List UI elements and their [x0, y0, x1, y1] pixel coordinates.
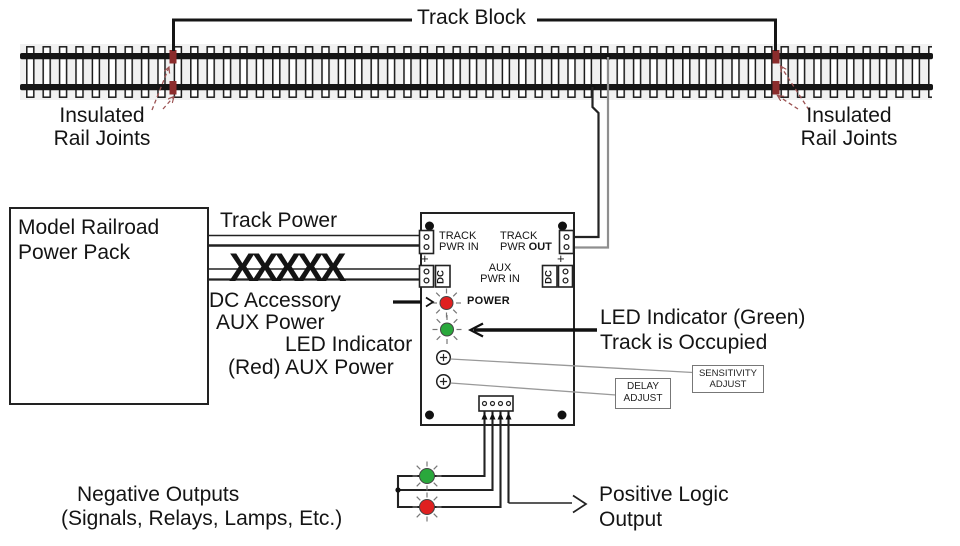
aux-power-arrowhead: [425, 296, 435, 308]
delay-adjust-box: DELAY ADJUST: [615, 378, 671, 409]
wire-pin3-red: [434, 411, 502, 509]
wire-track-bottom-rail: [572, 87, 600, 239]
track-pwr-in-line2: PWR IN: [439, 240, 479, 253]
aux-pwr-in-label: AUX PWR IN: [477, 263, 523, 284]
power-led-red: [439, 296, 454, 310]
positive-output-label-line1: Positive Logic: [599, 483, 729, 506]
track-pwr-in-line1: TRACK: [439, 230, 477, 242]
occupied-led-green: [440, 322, 454, 337]
insulated-label-line1: Insulated: [806, 104, 892, 127]
negative-outputs-label-line2: (Signals, Relays, Lamps, Etc.): [61, 507, 343, 530]
dc-label-right: DC: [543, 269, 555, 284]
out-text: OUT: [528, 240, 552, 253]
power-label: POWER: [467, 295, 511, 307]
power-pack-wires: [208, 234, 421, 281]
aux-line2: PWR IN: [480, 272, 520, 285]
green-led-label-line1: LED Indicator (Green): [600, 306, 806, 329]
terminal-holes: [423, 233, 570, 284]
wire-pin2-common: [398, 411, 494, 492]
rail-top: [20, 53, 933, 60]
wire-junction-dot: [395, 487, 401, 493]
crossed-out-marks: XXXXX: [229, 246, 346, 290]
plus-mark-right: +: [557, 251, 565, 266]
insulated-joints-label-right: Insulated Rail Joints: [787, 104, 911, 150]
screw-bottom-left: [425, 410, 434, 420]
plus-mark-left: +: [421, 251, 429, 266]
track-block-label: Track Block: [417, 6, 526, 29]
track-pwr-out-line1: TRACK: [500, 230, 538, 242]
sensitivity-adjust-box: SENSITIVITY ADJUST: [692, 365, 764, 393]
signal-led-red: [419, 499, 435, 515]
pointer-right-top: [781, 66, 810, 111]
power-pack-label: Model Railroad Power Pack: [18, 215, 159, 265]
signal-led-green: [419, 468, 435, 484]
aux-line1: AUX: [488, 262, 512, 274]
terminal-track-pwr-in: [418, 229, 435, 255]
pointer-left-bottom: [162, 97, 174, 110]
wire-track-top-rail: [572, 57, 610, 249]
dc-box-right: [541, 264, 558, 288]
insulated-joint-right-bottom: [772, 81, 780, 95]
pin-arrowheads: [481, 412, 512, 420]
insulated-joint-pointers: [151, 66, 810, 111]
terminal-aux-left: [418, 264, 435, 288]
power-pack-box: [9, 207, 209, 405]
power-pack-label-line1: Model Railroad: [18, 216, 160, 239]
rail-bottom: [20, 84, 933, 91]
positive-output-label-line2: Output: [599, 508, 663, 531]
terminal-blocks: [418, 229, 575, 288]
trimpots: [435, 349, 452, 390]
track: [20, 44, 933, 100]
delay-line1: DELAY: [626, 381, 660, 392]
screw-top-right: [558, 221, 567, 231]
sensitivity-callout-line: [450, 358, 694, 374]
track-power-label: Track Power: [220, 209, 338, 232]
dc-accessory-label-line1: DC Accessory: [209, 289, 341, 312]
green-led-arrowhead: [468, 322, 484, 338]
pointer-left-top: [151, 67, 169, 111]
delay-line2: ADJUST: [623, 392, 663, 404]
power-pack-label-line2: Power Pack: [18, 241, 131, 264]
terminal-aux-right: [557, 264, 574, 288]
delay-callout-line: [450, 382, 617, 396]
output-pin-header: [478, 395, 514, 412]
output-wires: [396, 411, 510, 509]
insulated-label-line1: Insulated: [59, 104, 145, 127]
insulated-label-line2: Rail Joints: [53, 127, 151, 150]
bracket-right: [537, 18, 777, 51]
sensitivity-line2: ADJUST: [709, 379, 747, 390]
screw-bottom-right: [557, 410, 567, 420]
sensitivity-line1: SENSITIVITY: [698, 368, 758, 379]
wire-pin1-green: [434, 411, 486, 478]
bracket-left: [172, 18, 412, 51]
screw-top-left: [425, 221, 434, 231]
positive-output-arrowhead: [572, 494, 588, 514]
negative-outputs-label-line1: Negative Outputs: [77, 483, 240, 506]
dc-box-left: [434, 264, 451, 288]
wire-led-bus: [396, 474, 420, 509]
dc-accessory-label-line2: AUX Power: [216, 311, 325, 334]
track-pwr-in-label: TRACK PWR IN: [439, 231, 479, 252]
track-block-bracket: [172, 18, 777, 51]
dc-label-left: DC: [435, 269, 447, 284]
red-led-label-line2: (Red) AUX Power: [228, 356, 394, 379]
terminal-track-pwr-out: [558, 229, 575, 255]
pwr-text: PWR: [500, 240, 526, 253]
insulated-joint-left-top: [169, 50, 177, 64]
insulated-joint-left-bottom: [169, 81, 177, 95]
output-pins: [481, 400, 512, 407]
green-led-label-line2: Track is Occupied: [600, 331, 768, 354]
red-led-label-line1: LED Indicator: [285, 333, 413, 356]
insulated-joint-right-top: [772, 50, 780, 64]
insulated-joints-label-left: Insulated Rail Joints: [40, 104, 164, 150]
insulated-label-line2: Rail Joints: [800, 127, 898, 150]
